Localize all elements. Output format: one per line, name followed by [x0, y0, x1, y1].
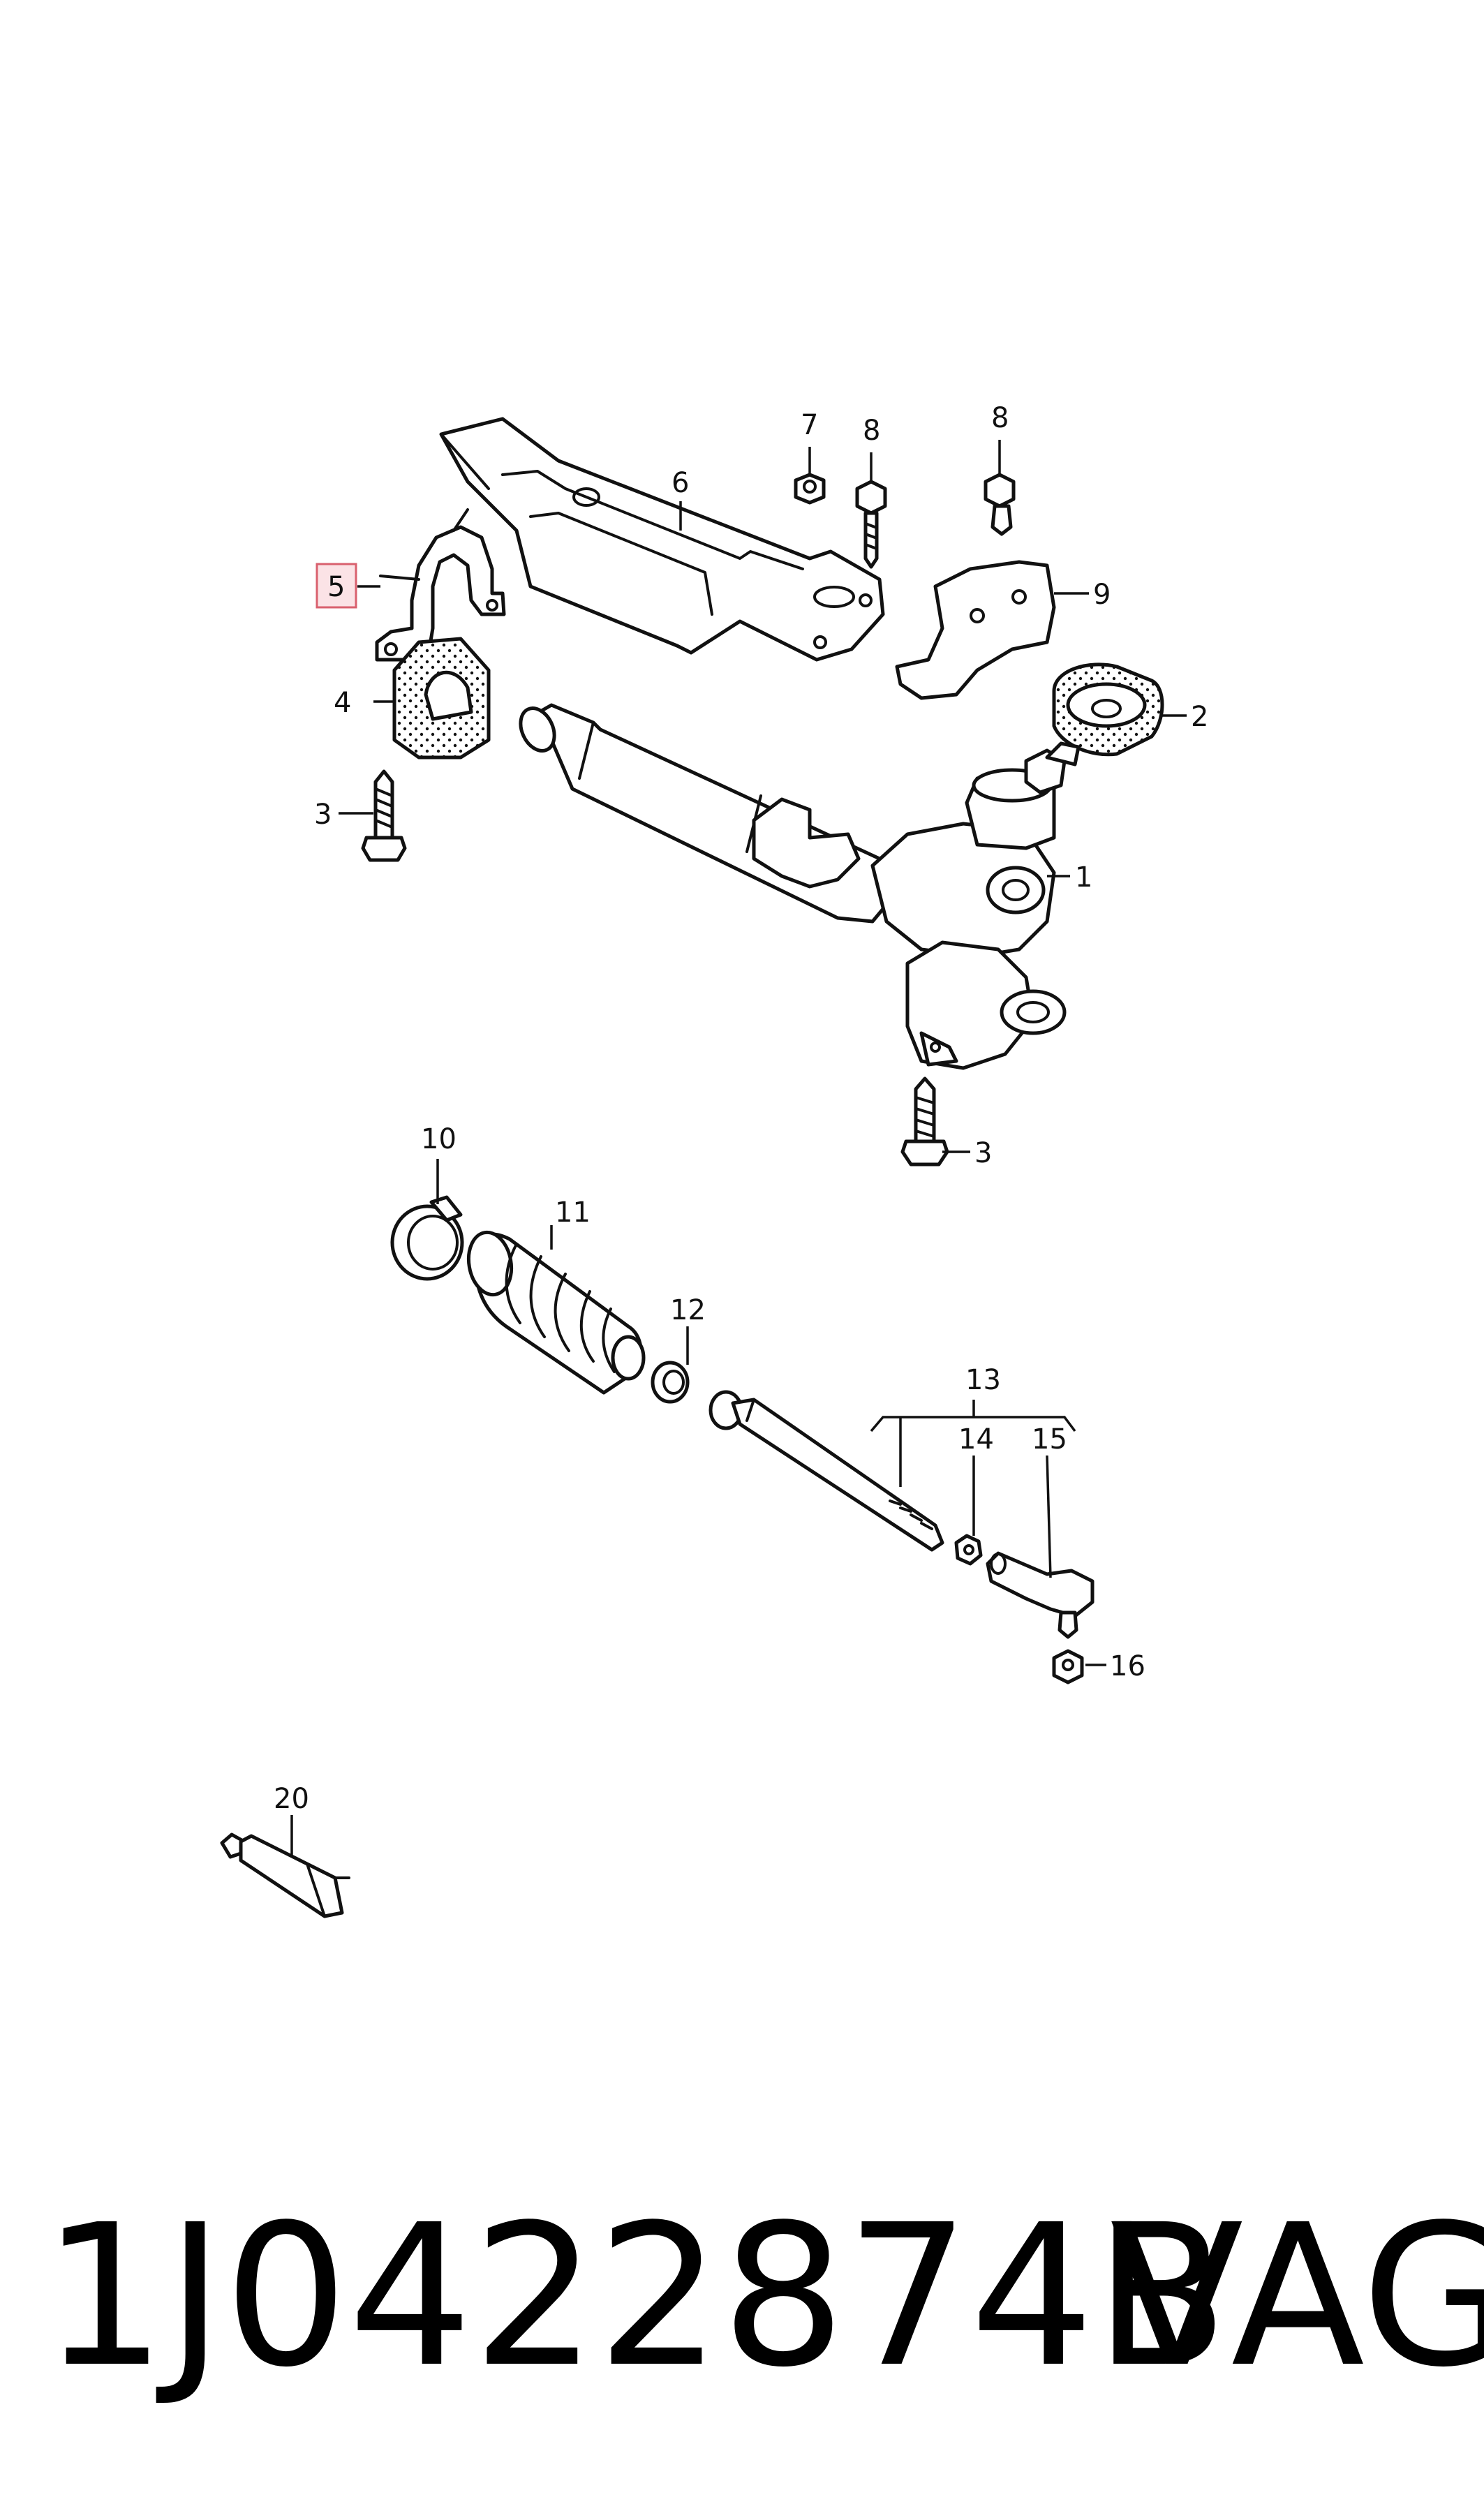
part-number: 1J0422874B	[42, 2183, 1229, 2410]
callout-2: 2	[1191, 701, 1208, 733]
part-3-screw-lower	[900, 1076, 949, 1167]
callout-labels: 1 2 3 3 4 5 6 7 8 8 9 10 11 12 13 14 15 …	[274, 402, 1208, 1815]
part-9-shield	[895, 560, 1056, 700]
callout-12: 12	[670, 1294, 706, 1326]
callout-11: 11	[555, 1197, 591, 1229]
callout-20: 20	[274, 1783, 309, 1815]
callout-6: 6	[671, 467, 689, 499]
callout-1: 1	[1075, 861, 1092, 894]
callout-13: 13	[965, 1364, 1001, 1396]
part-4-bushing	[392, 637, 491, 760]
part-6-bracket	[439, 417, 885, 662]
part-15-tie-rod-end	[986, 1551, 1095, 1639]
part-5-clamp	[375, 508, 506, 662]
part-8-bolt-right	[984, 473, 1016, 536]
callout-15: 15	[1032, 1423, 1067, 1456]
callout-10: 10	[421, 1123, 457, 1155]
callout-14: 14	[958, 1423, 994, 1456]
callout-16: 16	[1110, 1650, 1145, 1682]
part-20-grease-tube	[220, 1832, 350, 1918]
part-10-clip	[390, 1195, 464, 1281]
part-11-boot	[466, 1230, 646, 1395]
part-14-lock-nut	[954, 1534, 983, 1566]
part-2-ring-mount	[1052, 662, 1164, 757]
callout-5: 5	[327, 571, 345, 603]
callout-3-upper: 3	[314, 799, 332, 831]
part-16-nut	[1052, 1649, 1084, 1684]
caption-bar: 1J0422874B VAG	[0, 2164, 1484, 2429]
callout-5-highlight-box	[316, 563, 357, 609]
part-12-small-clamp	[651, 1361, 690, 1404]
callout-4: 4	[334, 687, 351, 719]
part-8-bolt-left	[855, 480, 887, 569]
part-13-tie-rod	[708, 1390, 944, 1552]
part-7-nut	[794, 473, 826, 505]
callout-8-left: 8	[863, 415, 880, 447]
brand-name: VAG	[1110, 2183, 1484, 2410]
callout-8-right: 8	[991, 402, 1009, 434]
callout-7: 7	[801, 409, 818, 441]
part-1-steering-rack	[519, 703, 1081, 1070]
callout-3-lower: 3	[974, 1137, 992, 1169]
part-3-screw-upper	[361, 769, 407, 862]
callout-9: 9	[1093, 579, 1111, 611]
leader-lines	[290, 440, 1187, 1857]
